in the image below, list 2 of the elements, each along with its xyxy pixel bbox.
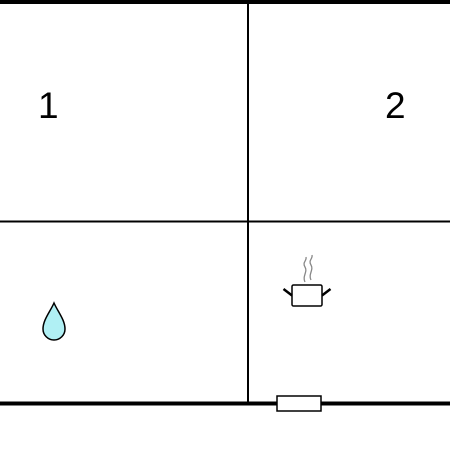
area-number: 1 xyxy=(38,87,59,124)
area-number: 2 xyxy=(385,87,406,124)
